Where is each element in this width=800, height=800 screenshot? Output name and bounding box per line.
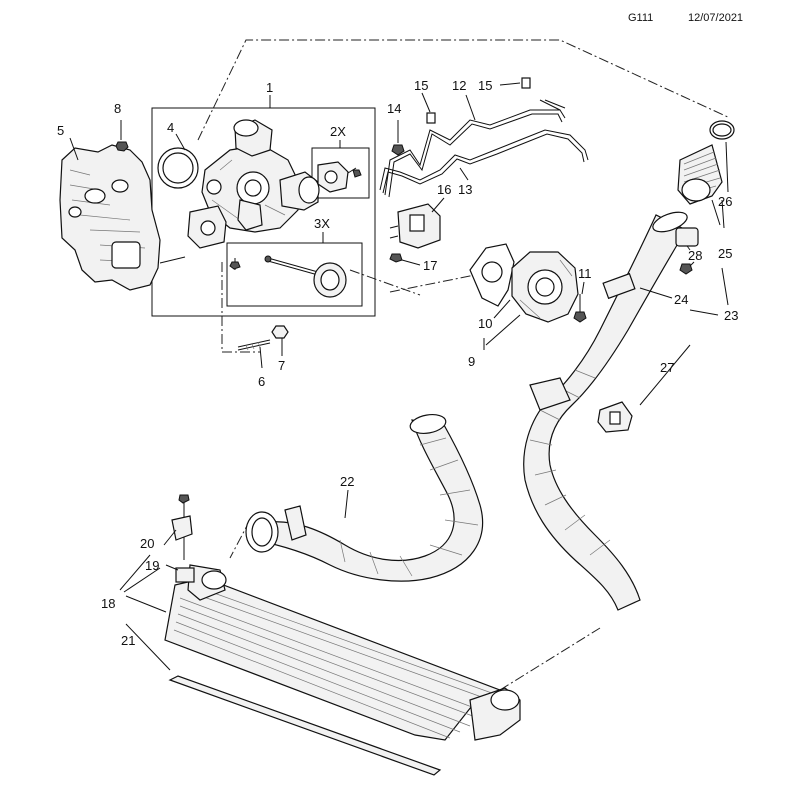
solenoid-valve-16[interactable] bbox=[389, 203, 441, 263]
banjo-bolt-14[interactable] bbox=[391, 144, 405, 156]
callout-13: 13 bbox=[458, 182, 472, 197]
callout-28: 28 bbox=[688, 248, 702, 263]
callout-5: 5 bbox=[57, 123, 64, 138]
bolt-11[interactable] bbox=[573, 294, 587, 323]
callout-2x: 2X bbox=[330, 124, 346, 139]
callout-3x: 3X bbox=[314, 216, 330, 231]
callout-8: 8 bbox=[114, 101, 121, 116]
turbo-assembly-box bbox=[151, 95, 376, 317]
gasket-4[interactable] bbox=[157, 133, 199, 189]
callout-11: 11 bbox=[578, 266, 592, 281]
diagram-date: 12/07/2021 bbox=[688, 12, 743, 24]
bolt-8[interactable] bbox=[115, 120, 129, 152]
charge-air-pipe-24[interactable] bbox=[523, 208, 690, 611]
turbocharger[interactable] bbox=[201, 119, 320, 233]
callout-20: 20 bbox=[140, 536, 154, 551]
wastegate-actuator-2x[interactable] bbox=[317, 161, 362, 193]
bracket-19[interactable] bbox=[175, 567, 195, 583]
callout-21: 21 bbox=[121, 633, 135, 648]
actuator-rod-3x[interactable] bbox=[264, 255, 347, 298]
clip-15-left[interactable] bbox=[426, 112, 436, 124]
nut-7[interactable] bbox=[271, 325, 289, 339]
turbine-flange-gasket[interactable] bbox=[187, 205, 227, 249]
callout-16: 16 bbox=[437, 182, 451, 197]
callout-9: 9 bbox=[468, 354, 475, 369]
callout-18: 18 bbox=[101, 596, 115, 611]
intercooler-hose-22[interactable] bbox=[245, 412, 484, 582]
callout-10: 10 bbox=[478, 316, 492, 331]
callout-12: 12 bbox=[452, 78, 466, 93]
throttle-flange-9[interactable] bbox=[511, 251, 579, 323]
callout-1: 1 bbox=[266, 80, 273, 95]
callout-22: 22 bbox=[340, 474, 354, 489]
diagram-code: G111 bbox=[628, 12, 653, 24]
intercooler[interactable] bbox=[164, 564, 521, 741]
callout-labels: 1 2X 3X 4 5 6 7 8 9 10 11 12 13 14 15 15… bbox=[57, 78, 738, 648]
air-intake-bellows-25[interactable] bbox=[677, 144, 723, 205]
coolant-lines[interactable] bbox=[379, 99, 589, 198]
hose-ring-26[interactable] bbox=[709, 120, 735, 140]
callout-25: 25 bbox=[718, 246, 732, 261]
sensor-27[interactable] bbox=[597, 401, 633, 433]
callout-15-left: 15 bbox=[414, 78, 428, 93]
stud-6[interactable] bbox=[237, 339, 271, 351]
callout-15-right: 15 bbox=[478, 78, 492, 93]
callout-26: 26 bbox=[718, 194, 732, 209]
bolt-20[interactable] bbox=[171, 494, 193, 560]
callout-14: 14 bbox=[387, 101, 401, 116]
clip-15-right[interactable] bbox=[521, 77, 531, 89]
callout-24: 24 bbox=[674, 292, 688, 307]
callout-23: 23 bbox=[724, 308, 738, 323]
callout-6: 6 bbox=[258, 374, 265, 389]
pipe-clamp-28[interactable] bbox=[675, 227, 699, 275]
exhaust-manifold[interactable] bbox=[59, 144, 161, 291]
seal-strip-21[interactable] bbox=[168, 675, 442, 776]
callout-4: 4 bbox=[167, 120, 174, 135]
callout-17: 17 bbox=[423, 258, 437, 273]
gasket-10[interactable] bbox=[469, 243, 515, 307]
callout-7: 7 bbox=[278, 358, 285, 373]
callout-27: 27 bbox=[660, 360, 674, 375]
callout-19: 19 bbox=[145, 558, 159, 573]
